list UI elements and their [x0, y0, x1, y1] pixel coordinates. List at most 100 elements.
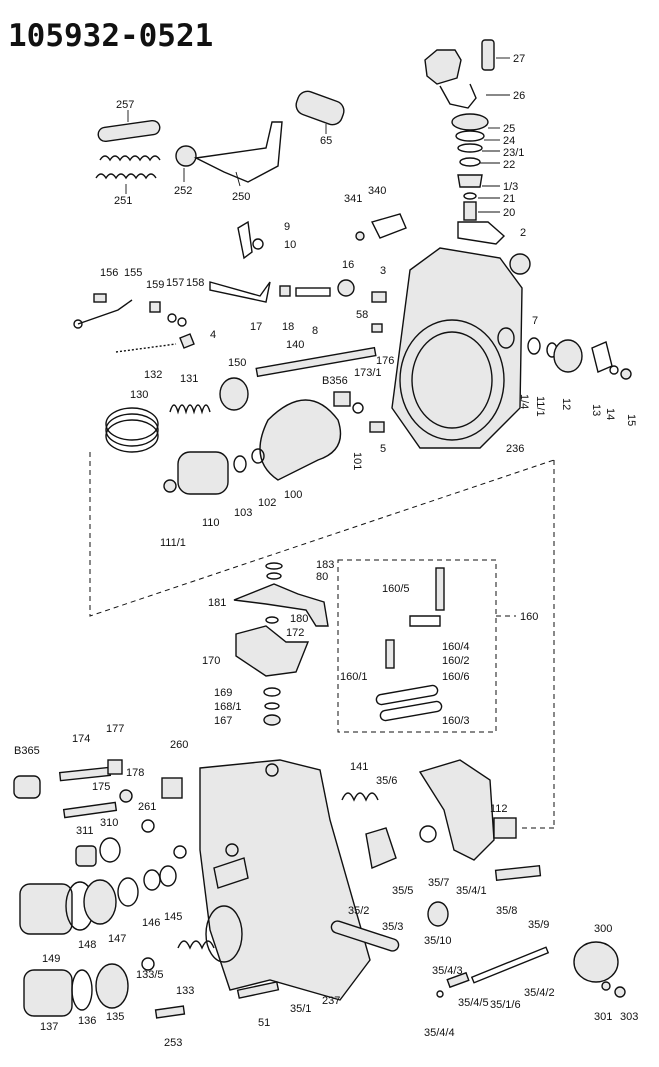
label-8: 8 [312, 325, 318, 337]
label-35-10: 35/10 [424, 935, 452, 947]
label-102: 102 [258, 497, 276, 509]
label-1-4: 1/4 [518, 394, 530, 409]
label-3: 3 [380, 265, 386, 277]
label-65: 65 [320, 135, 332, 147]
label-35-4-3: 35/4/3 [432, 965, 463, 977]
label-17: 17 [250, 321, 262, 333]
label-58: 58 [356, 309, 368, 321]
label-2: 2 [520, 227, 526, 239]
label-13: 13 [590, 404, 602, 416]
label-20: 20 [503, 207, 515, 219]
label-35-5: 35/5 [392, 885, 413, 897]
label-35-7: 35/7 [428, 877, 449, 889]
control-lever-group [73, 213, 407, 353]
label-156: 156 [100, 267, 118, 279]
label-16: 16 [342, 259, 354, 271]
label-26: 26 [513, 90, 525, 102]
adjuster-stack-right [497, 327, 632, 380]
label-340: 340 [368, 185, 386, 197]
label-B365: B365 [14, 745, 40, 757]
label-35-2: 35/2 [348, 905, 369, 917]
label-147: 147 [108, 933, 126, 945]
label-1-3: 1/3 [503, 181, 518, 193]
label-133: 133 [176, 985, 194, 997]
label-250: 250 [232, 191, 250, 203]
label-252: 252 [174, 185, 192, 197]
label-148: 148 [78, 939, 96, 951]
label-131: 131 [180, 373, 198, 385]
label-178: 178 [126, 767, 144, 779]
label-11-1: 11/1 [534, 396, 546, 417]
label-80: 80 [316, 571, 328, 583]
label-149: 149 [42, 953, 60, 965]
label-35-1-6: 35/1/6 [490, 999, 521, 1011]
label-130: 130 [130, 389, 148, 401]
label-24: 24 [503, 135, 515, 147]
label-310: 310 [100, 817, 118, 829]
label-12: 12 [560, 398, 572, 410]
label-183: 183 [316, 559, 334, 571]
label-51: 51 [258, 1017, 270, 1029]
label-23-1: 23/1 [503, 147, 524, 159]
label-159: 159 [146, 279, 164, 291]
label-341: 341 [344, 193, 362, 205]
governor-lever-internals [233, 562, 445, 726]
label-103: 103 [234, 507, 252, 519]
label-135: 135 [106, 1011, 124, 1023]
label-9: 9 [284, 221, 290, 233]
label-172: 172 [286, 627, 304, 639]
label-160: 160 [520, 611, 538, 623]
label-160-4: 160/4 [442, 641, 470, 653]
label-253: 253 [164, 1037, 182, 1049]
spring-lever-group [95, 90, 345, 183]
label-133-5: 133/5 [136, 969, 164, 981]
label-260: 260 [170, 739, 188, 751]
label-4: 4 [210, 329, 216, 341]
label-158: 158 [186, 277, 204, 289]
label-180: 180 [290, 613, 308, 625]
label-141: 141 [350, 761, 368, 773]
label-155: 155 [124, 267, 142, 279]
governor-housing [391, 247, 531, 449]
label-10: 10 [284, 239, 296, 251]
drawing-number: 105932-0521 [8, 18, 213, 54]
label-176: 176 [376, 355, 394, 367]
label-111-1: 111/1 [160, 537, 186, 549]
label-237: 237 [322, 995, 340, 1007]
label-150: 150 [228, 357, 246, 369]
top-right-bolt-stack [424, 39, 506, 245]
label-167: 167 [214, 715, 232, 727]
label-251: 251 [114, 195, 132, 207]
label-100: 100 [284, 489, 302, 501]
label-174: 174 [72, 733, 90, 745]
label-132: 132 [144, 369, 162, 381]
label-35-8: 35/8 [496, 905, 517, 917]
label-35-4-4: 35/4/4 [424, 1027, 455, 1039]
label-303: 303 [620, 1011, 638, 1023]
label-21: 21 [503, 193, 515, 205]
bolt-and-cap-group [13, 759, 280, 1019]
label-7: 7 [532, 315, 538, 327]
label-35-9: 35/9 [528, 919, 549, 931]
label-27: 27 [513, 53, 525, 65]
label-22: 22 [503, 159, 515, 171]
label-146: 146 [142, 917, 160, 929]
pump-body [199, 759, 371, 1001]
reference-lines [89, 452, 555, 829]
label-301: 301 [594, 1011, 612, 1023]
label-160-1: 160/1 [340, 671, 368, 683]
label-145: 145 [164, 911, 182, 923]
label-170: 170 [202, 655, 220, 667]
label-168-1: 168/1 [214, 701, 242, 713]
label-35-1: 35/1 [290, 1003, 311, 1015]
label-169: 169 [214, 687, 232, 699]
label-173-1: 173/1 [354, 367, 382, 379]
label-35-4-2: 35/4/2 [524, 987, 555, 999]
spring-lever-leaders [125, 110, 327, 194]
label-18: 18 [282, 321, 294, 333]
label-137: 137 [40, 1021, 58, 1033]
label-311: 311 [76, 825, 94, 837]
label-175: 175 [92, 781, 110, 793]
part-labels: 27 26 25 24 23/1 22 1/3 21 20 257 65 252… [14, 53, 638, 1049]
